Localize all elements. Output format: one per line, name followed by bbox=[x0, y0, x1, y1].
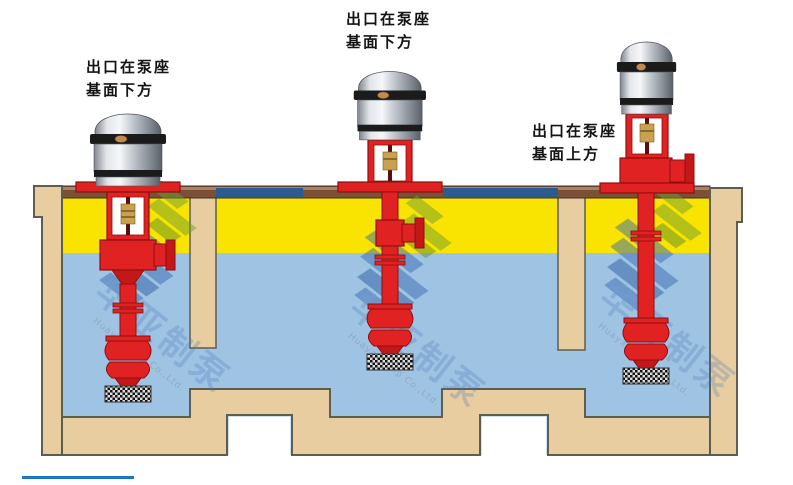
pump-2-suction-strainer bbox=[366, 353, 414, 371]
baffle-wall-1 bbox=[189, 196, 217, 349]
pump-2-outlet-flange bbox=[414, 217, 425, 249]
pump-1-outlet-label: 出口在泵座 基面下方 bbox=[86, 58, 172, 99]
deck-cover-plate-1 bbox=[216, 188, 303, 197]
pump-2-baseplate bbox=[337, 181, 443, 193]
baffle-wall-2 bbox=[557, 196, 586, 351]
pump-3-baseplate bbox=[599, 182, 695, 194]
pump-1-coupling bbox=[120, 203, 136, 225]
floor-notch-right bbox=[481, 416, 547, 457]
pump-2-motor bbox=[353, 71, 427, 141]
pump-1-motor bbox=[89, 113, 167, 187]
pump-1-outlet-flange bbox=[165, 239, 176, 271]
pump-2-assembly bbox=[337, 71, 443, 371]
tank-wall-right bbox=[709, 187, 743, 456]
pump-2-coupling bbox=[382, 151, 398, 171]
pump-3-motor bbox=[616, 41, 677, 115]
pump-1-discharge-head bbox=[99, 239, 157, 271]
bottom-blue-line bbox=[22, 476, 134, 479]
pump-1-suction-strainer bbox=[104, 385, 152, 403]
deck-cover-plate-2 bbox=[443, 188, 558, 197]
pump-3-discharge-head bbox=[619, 157, 673, 187]
pump-2-discharge-tee bbox=[375, 219, 405, 247]
pump-3-outlet-label: 出口在泵座 基面上方 bbox=[532, 122, 618, 163]
tank-wall-left bbox=[33, 185, 63, 456]
pump-2-outlet-label: 出口在泵座 基面下方 bbox=[346, 10, 432, 51]
floor-notch-left bbox=[228, 416, 291, 457]
pump-3-suction-strainer bbox=[622, 367, 670, 385]
pump-3-column-pipe bbox=[637, 192, 655, 321]
pump-3-assembly bbox=[599, 41, 695, 385]
pump-3-coupling bbox=[639, 123, 655, 143]
pump-1-assembly bbox=[75, 113, 181, 403]
